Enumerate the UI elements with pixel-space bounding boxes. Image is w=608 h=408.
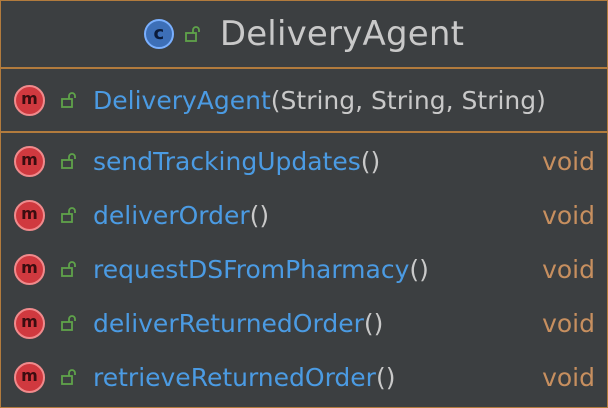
method-icon: m bbox=[14, 361, 45, 393]
constructor-signature: DeliveryAgent(String, String, String) bbox=[93, 86, 546, 115]
method-signature: retrieveReturnedOrder() bbox=[93, 363, 395, 392]
method-icon-letter: m bbox=[21, 204, 38, 223]
constructor-row[interactable]: m DeliveryAgent(String, String, String) bbox=[1, 73, 607, 127]
method-params: () bbox=[249, 200, 270, 230]
method-signature: deliverReturnedOrder() bbox=[93, 309, 383, 338]
method-icon: m bbox=[14, 145, 45, 177]
method-icon-letter: m bbox=[21, 89, 38, 108]
method-row[interactable]: m retrieveReturnedOrder() void bbox=[1, 350, 607, 404]
open-lock-icon bbox=[60, 206, 78, 224]
method-row[interactable]: m deliverReturnedOrder() void bbox=[1, 296, 607, 350]
method-signature: sendTrackingUpdates() bbox=[93, 147, 380, 176]
class-name: DeliveryAgent bbox=[219, 14, 465, 54]
open-lock-icon bbox=[60, 260, 78, 278]
constructor-name: DeliveryAgent bbox=[93, 85, 271, 115]
method-name: sendTrackingUpdates bbox=[93, 146, 361, 176]
method-params: () bbox=[409, 254, 429, 284]
method-icon: m bbox=[14, 307, 45, 339]
open-lock-icon bbox=[60, 152, 78, 170]
method-row[interactable]: m deliverOrder() void bbox=[1, 188, 607, 242]
open-lock-icon bbox=[184, 25, 202, 43]
return-type: void bbox=[542, 254, 595, 284]
method-row[interactable]: m sendTrackingUpdates() void bbox=[1, 134, 607, 188]
method-icon-letter: m bbox=[21, 366, 38, 385]
method-icon: m bbox=[14, 253, 45, 285]
open-lock-icon bbox=[60, 368, 78, 386]
return-type: void bbox=[542, 146, 595, 176]
method-params: () bbox=[360, 146, 381, 176]
method-params: () bbox=[363, 308, 384, 338]
open-lock-icon bbox=[60, 314, 78, 332]
method-icon: m bbox=[14, 84, 45, 116]
method-icon: m bbox=[14, 199, 45, 231]
method-signature: deliverOrder() bbox=[93, 201, 269, 230]
method-name: retrieveReturnedOrder bbox=[93, 362, 376, 392]
method-params: () bbox=[375, 362, 396, 392]
method-name: deliverOrder bbox=[93, 200, 250, 230]
method-icon-letter: m bbox=[21, 258, 38, 277]
method-signature: requestDSFromPharmacy() bbox=[93, 255, 429, 284]
return-type: void bbox=[542, 362, 595, 392]
class-header-content: c DeliveryAgent bbox=[143, 14, 465, 54]
method-icon-letter: m bbox=[21, 150, 38, 169]
constructor-section: m DeliveryAgent(String, String, String) bbox=[1, 69, 607, 133]
return-type: void bbox=[542, 308, 595, 338]
method-name: requestDSFromPharmacy bbox=[93, 254, 410, 284]
open-lock-icon bbox=[60, 91, 78, 109]
method-row[interactable]: m requestDSFromPharmacy() void bbox=[1, 242, 607, 296]
return-type: void bbox=[542, 200, 595, 230]
constructor-params: (String, String, String) bbox=[270, 85, 546, 115]
class-header: c DeliveryAgent bbox=[1, 1, 607, 69]
method-icon-letter: m bbox=[21, 312, 38, 331]
class-icon: c bbox=[143, 19, 174, 49]
method-name: deliverReturnedOrder bbox=[93, 308, 364, 338]
class-icon-letter: c bbox=[153, 23, 165, 44]
